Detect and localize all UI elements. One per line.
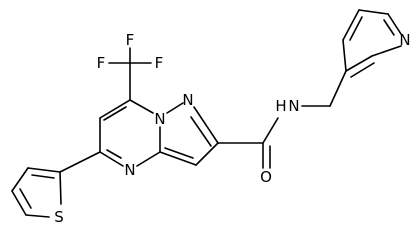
atom-n-pyrazole: N — [182, 91, 193, 109]
atom-h-amide: H — [275, 97, 286, 115]
bond-py-c5-c4-double — [349, 16, 363, 41]
bond-th-c5-c4-double — [19, 188, 32, 209]
bond-th-c5-c4 — [11, 190, 27, 216]
bond-th-s-c5 — [25, 214, 50, 218]
atom-n-bridgehead: N — [154, 110, 165, 128]
atom-s-thiophene: S — [54, 208, 64, 226]
atom-labels: F F F N N N O H N N S — [54, 31, 410, 226]
atom-n-pyrimidine: N — [124, 161, 135, 179]
bond-py-c3-c2 — [345, 55, 373, 72]
bond-c5-n4 — [99, 151, 124, 167]
atom-f-left: F — [97, 54, 106, 72]
bond-py-c2-n1 — [371, 45, 402, 57]
structure-canvas: F F F N N N O H N N S — [11, 9, 411, 226]
bond-n7a-c7 — [129, 99, 154, 114]
bond-th-c3-c2-double — [31, 174, 55, 179]
bond-py-n1-c6 — [387, 13, 402, 35]
bond-carbonyl-nh — [262, 117, 279, 144]
bond-th-c4-c3 — [11, 167, 29, 192]
bond-c5-thiophene — [59, 151, 101, 173]
bond-py-c6-c5 — [358, 9, 389, 15]
bond-c2-c3 — [195, 142, 219, 166]
bond-py-c5-c4 — [342, 9, 360, 41]
bond-c3-c3a-double — [164, 147, 194, 159]
bond-th-c3-c2 — [27, 167, 61, 173]
atom-o-carbonyl: O — [260, 168, 272, 186]
bond-py-n1-c6-double — [383, 19, 395, 36]
bonds — [11, 9, 402, 218]
molecule-diagram: F F F N N N O H N N S — [11, 9, 411, 226]
atom-n-pyridine: N — [399, 31, 410, 49]
atom-n-amide: N — [288, 97, 299, 115]
bond-c7-c6 — [99, 99, 131, 119]
bond-py-c3-c2-double — [350, 62, 375, 78]
bond-n1-c2-double — [190, 116, 212, 147]
bond-c7-c6-double — [103, 106, 127, 121]
atom-f-right: F — [155, 54, 164, 72]
bond-n7a-n1 — [166, 102, 184, 114]
bond-th-c2-s — [59, 171, 62, 205]
bond-c3-c3a — [159, 151, 197, 166]
bond-ch2-pyridine — [329, 70, 347, 107]
atom-f-top: F — [126, 31, 135, 49]
bond-c5-n4-double — [106, 149, 122, 159]
bond-n4-c3a — [136, 151, 161, 167]
bond-py-c4-c3 — [342, 39, 347, 72]
bond-n1-c2 — [193, 106, 219, 144]
